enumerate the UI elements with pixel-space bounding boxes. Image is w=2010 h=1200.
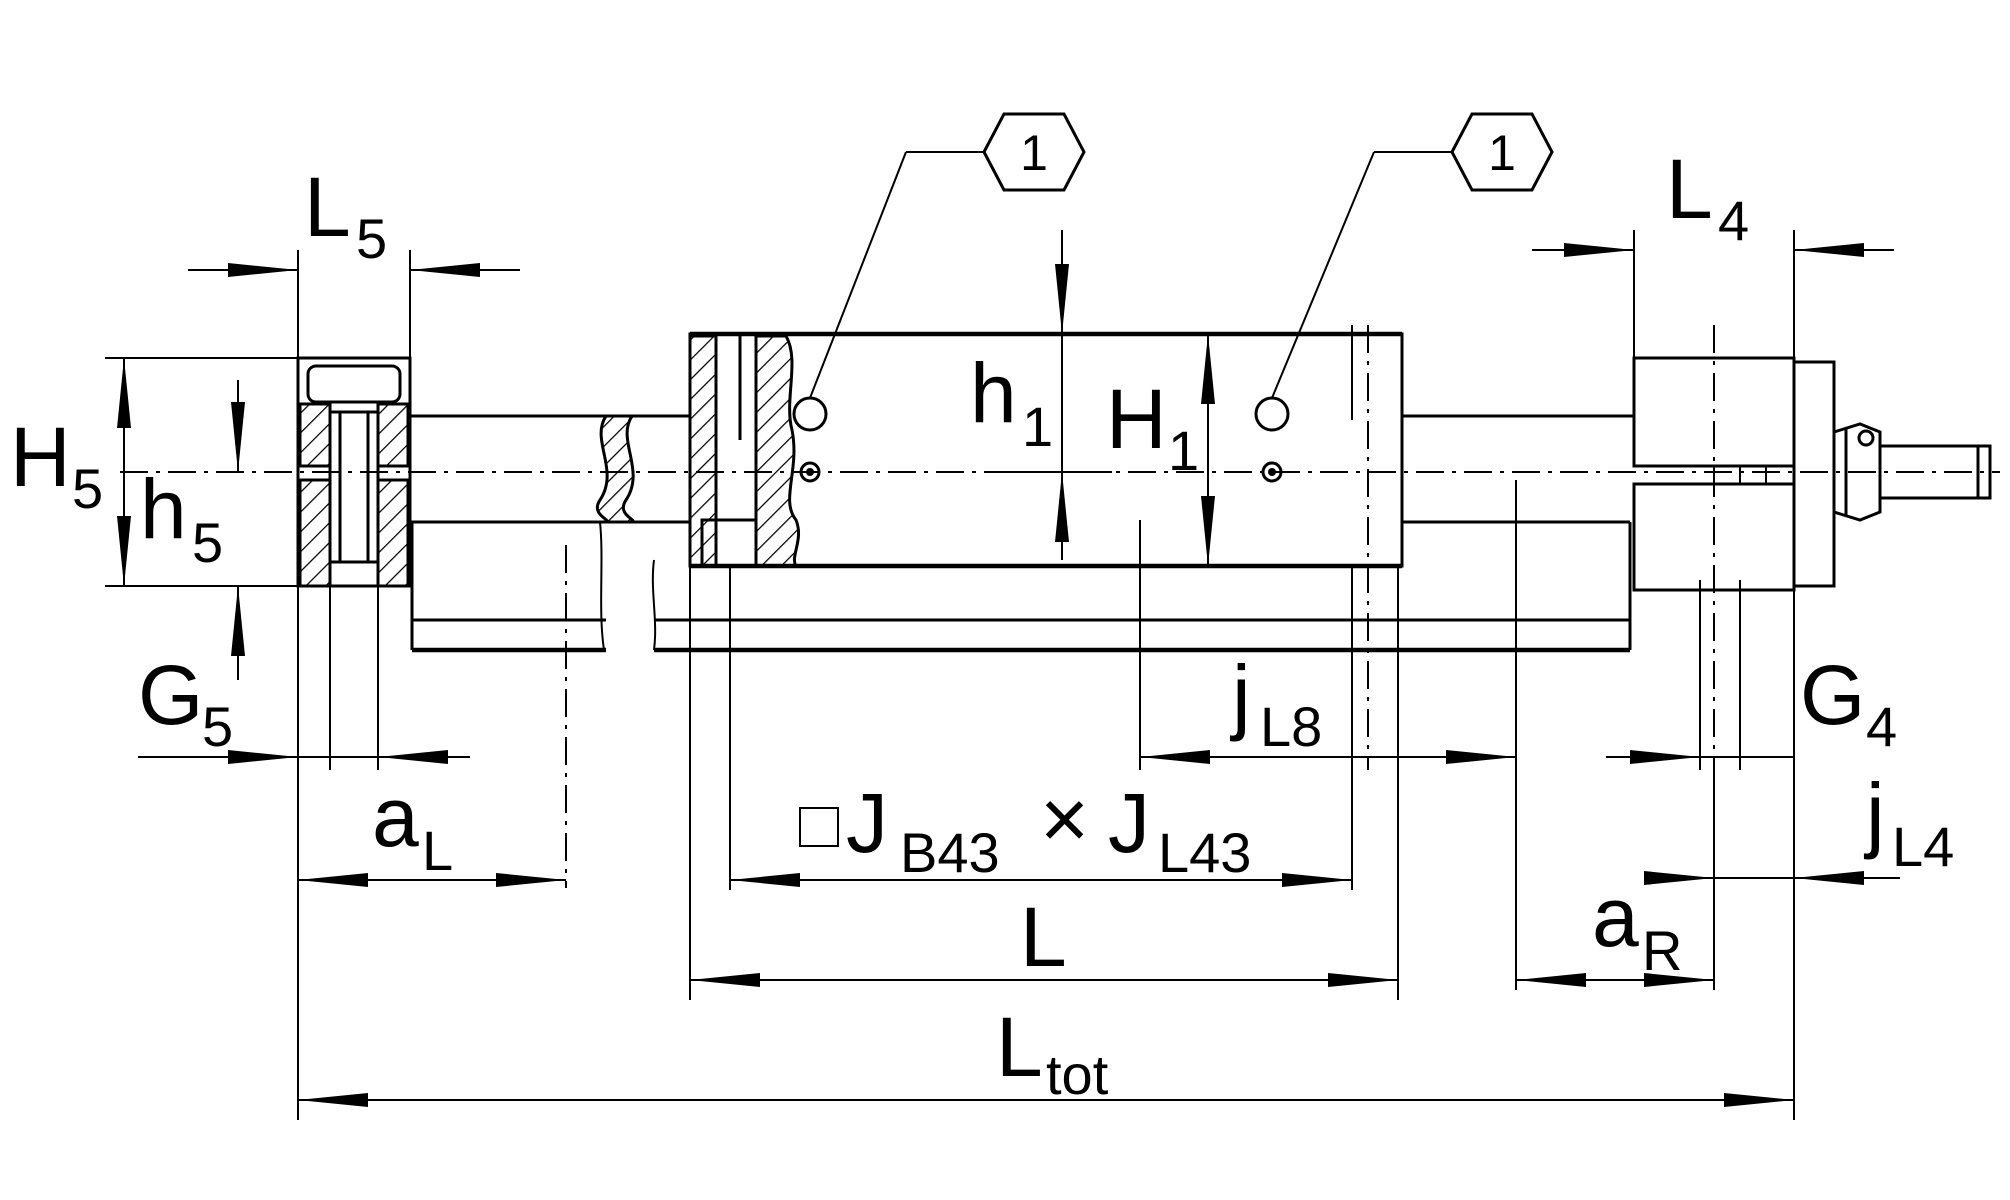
label-jL8: j L8: [1229, 648, 1322, 758]
label-L4: L 4: [1666, 142, 1749, 252]
label-sub: 5: [202, 695, 233, 758]
right-end-block: [1632, 356, 1992, 592]
label-sub: 5: [356, 207, 387, 270]
label-main: J: [846, 776, 888, 870]
label-sub: 5: [72, 457, 103, 520]
label-h5: h 5: [140, 462, 223, 574]
label-main: H: [10, 410, 71, 504]
label-sub: L8: [1260, 695, 1322, 758]
label-H5: H 5: [10, 410, 103, 520]
label-L5: L 5: [304, 160, 387, 270]
label-main: J: [1108, 776, 1150, 870]
guide-rail: [410, 414, 1634, 653]
dimension-lines: [117, 230, 1900, 1107]
label-sub: 1: [1168, 419, 1199, 482]
label-aL: a L: [372, 770, 453, 882]
label-main: G: [138, 648, 203, 742]
label-sub: L43: [1158, 821, 1251, 884]
label-main: a: [372, 770, 419, 864]
callout-number: 1: [1020, 125, 1048, 181]
label-main: L: [304, 160, 351, 254]
label-main: j: [1863, 766, 1885, 860]
label-sub: tot: [1046, 1043, 1109, 1106]
label-main: L: [1020, 890, 1067, 984]
carriage: [688, 331, 1404, 569]
left-end-block: [296, 356, 412, 588]
label-main: j: [1229, 648, 1251, 742]
times-symbol: ×: [1040, 772, 1089, 866]
label-main: h: [140, 462, 187, 556]
callout-1-right: 1: [1271, 112, 1554, 399]
label-main: G: [1800, 648, 1865, 742]
label-aR: a R: [1592, 870, 1682, 982]
label-sub: 4: [1718, 189, 1749, 252]
label-main: L: [996, 1000, 1043, 1094]
label-main: a: [1592, 870, 1639, 964]
label-sub: L: [422, 819, 453, 882]
callout-number: 1: [1488, 125, 1516, 181]
label-sub: R: [1642, 919, 1682, 982]
label-H1: H 1: [1106, 372, 1199, 482]
label-sub: L4: [1892, 815, 1954, 878]
label-main: h: [970, 346, 1017, 440]
label-L: L: [1020, 890, 1067, 984]
label-main: H: [1106, 372, 1167, 466]
left-shaft: [410, 414, 690, 524]
label-G4: G 4: [1800, 648, 1897, 758]
label-sub: 1: [1022, 395, 1053, 458]
label-sub: 5: [192, 511, 223, 574]
label-sub: 4: [1866, 695, 1897, 758]
label-G5: G 5: [138, 648, 233, 758]
label-jL4: j L4: [1863, 766, 1954, 878]
label-JB43-x-JL43: J B43 × J L43: [799, 772, 1251, 884]
callout-1-left: 1: [809, 112, 1086, 399]
label-sub: B43: [900, 821, 1000, 884]
extension-lines: [105, 230, 1795, 1120]
label-h1: h 1: [970, 346, 1053, 458]
label-Ltot: L tot: [996, 1000, 1109, 1106]
label-main: L: [1666, 142, 1713, 236]
